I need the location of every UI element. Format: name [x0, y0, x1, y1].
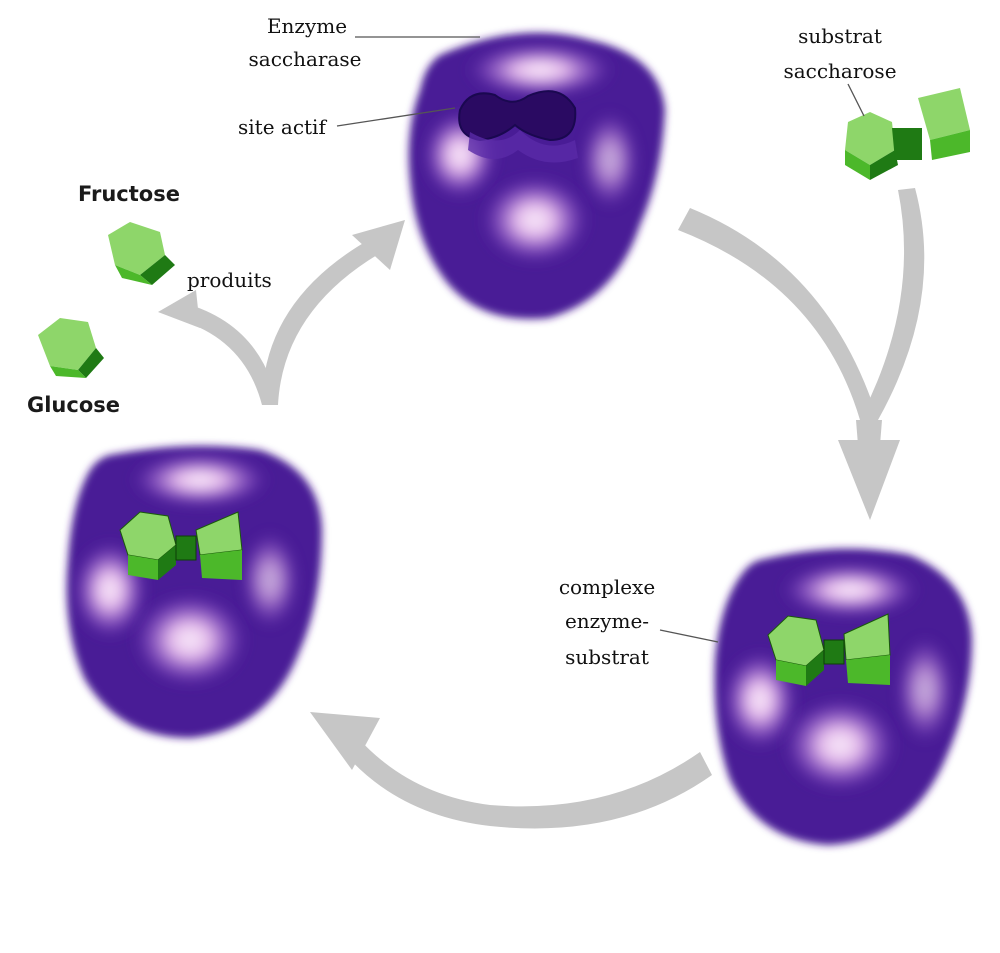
active-site-label: site actif [238, 115, 326, 139]
enzyme-with-products [66, 446, 322, 738]
complex-label-line2: enzyme- [564, 609, 650, 633]
arrow-head-left-up [158, 290, 200, 328]
complex-leader-line [659, 629, 719, 643]
cycle-arrows [158, 188, 925, 829]
arrow-to-enzyme [262, 238, 382, 405]
arrow-substrate-in [862, 188, 925, 420]
arrow-head-down [838, 440, 900, 520]
complex-label-line3: substrat [565, 645, 649, 669]
substrate-saccharose [845, 88, 970, 180]
substrate-label-line2: saccharose [783, 59, 897, 83]
active-site-leader-line [336, 107, 456, 127]
fructose-molecule [108, 222, 175, 285]
glucose-molecule [38, 318, 104, 378]
arrow-head-up-right [352, 220, 405, 270]
arrow-to-products [180, 303, 278, 405]
substrate-leader-line [847, 83, 865, 117]
fructose-label: Fructose [78, 182, 180, 206]
glucose-label: Glucose [27, 393, 121, 417]
products-label: produits [187, 268, 272, 292]
enzyme-label-line2: saccharase [248, 47, 362, 71]
complex-label-line1: complexe [558, 575, 656, 599]
arrow-head-left [310, 712, 380, 770]
enzyme-label-line1: Enzyme [266, 14, 348, 38]
leader-lines [336, 36, 865, 643]
arrow-complex-to-products [340, 738, 712, 829]
arrow-enzyme-to-complex [678, 208, 878, 420]
enzyme-saccharase [408, 32, 665, 319]
enzyme-substrate-complex [714, 548, 972, 845]
substrate-label-line1: substrat [798, 24, 882, 48]
